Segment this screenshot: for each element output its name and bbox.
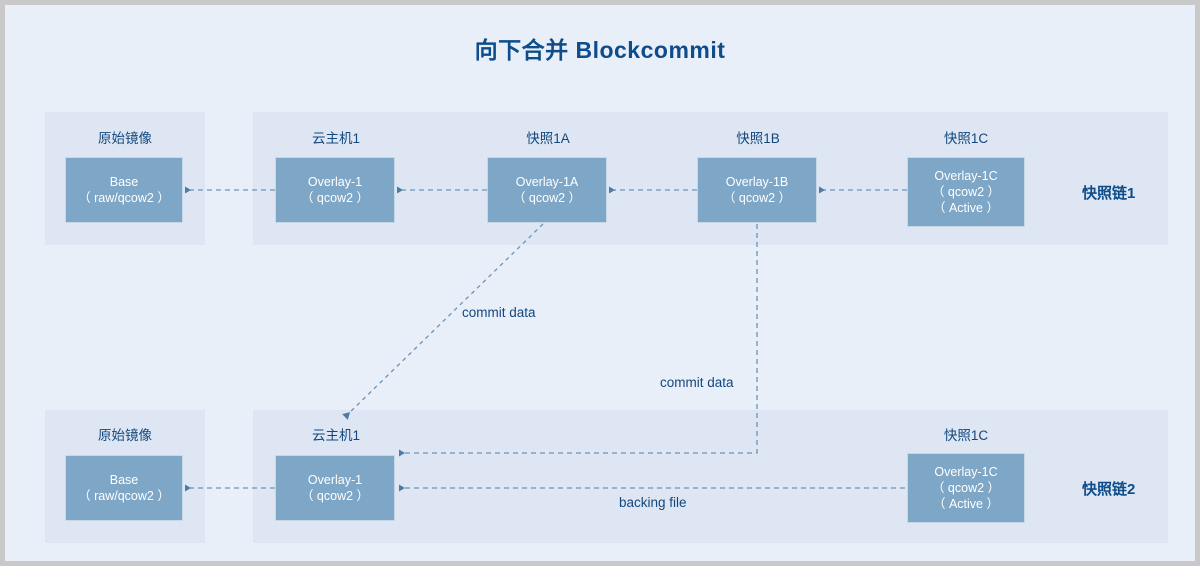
node-row2-overlay-1c-line1: Overlay-1C xyxy=(934,465,998,479)
chain-label-row2: 快照链2 xyxy=(1082,481,1136,498)
node-row2-overlay-1-line1: Overlay-1 xyxy=(307,473,363,487)
node-row2-overlay-1c[interactable]: Overlay-1C （ qcow2 ） （ Active ） xyxy=(907,453,1025,523)
caption-row2-cloud-host: 云主机1 xyxy=(311,428,360,443)
node-row2-base-line1: Base xyxy=(109,473,139,487)
node-row1-overlay-1c-line1: Overlay-1C xyxy=(934,169,998,183)
node-row2-overlay-1c-line2: （ qcow2 ） xyxy=(931,481,1001,495)
caption-row1-snapshot-1a: 快照1A xyxy=(526,131,570,146)
edge-label-commit-data-vertical: commit data xyxy=(660,375,734,390)
node-row1-overlay-1b-line1: Overlay-1B xyxy=(725,175,789,189)
caption-row1-cloud-host: 云主机1 xyxy=(311,131,360,146)
page-title: 向下合并 Blockcommit xyxy=(474,37,726,63)
node-row1-overlay-1c-line2: （ qcow2 ） xyxy=(931,185,1001,199)
node-row2-overlay-1-line2: （ qcow2 ） xyxy=(300,489,370,503)
node-row2-base[interactable]: Base （ raw/qcow2 ） xyxy=(65,455,183,521)
node-row1-overlay-1a-line1: Overlay-1A xyxy=(515,175,579,189)
chain-label-row1: 快照链1 xyxy=(1082,185,1136,202)
node-row1-overlay-1b[interactable]: Overlay-1B （ qcow2 ） xyxy=(697,157,817,223)
caption-row1-original-image: 原始镜像 xyxy=(98,131,152,146)
node-row1-overlay-1c-line3: （ Active ） xyxy=(933,201,999,215)
node-row1-base-line2: （ raw/qcow2 ） xyxy=(78,191,170,205)
node-row1-overlay-1[interactable]: Overlay-1 （ qcow2 ） xyxy=(275,157,395,223)
node-row2-base-line2: （ raw/qcow2 ） xyxy=(78,489,170,503)
caption-row1-snapshot-1c: 快照1C xyxy=(943,131,989,146)
node-row2-overlay-1[interactable]: Overlay-1 （ qcow2 ） xyxy=(275,455,395,521)
caption-row1-snapshot-1b: 快照1B xyxy=(736,131,780,146)
edge-label-commit-data-diagonal: commit data xyxy=(462,305,536,320)
node-row2-overlay-1c-line3: （ Active ） xyxy=(933,497,999,511)
node-row1-base-line1: Base xyxy=(109,175,139,189)
node-row1-overlay-1c[interactable]: Overlay-1C （ qcow2 ） （ Active ） xyxy=(907,157,1025,227)
caption-row2-original-image: 原始镜像 xyxy=(98,428,152,443)
node-row1-overlay-1a-line2: （ qcow2 ） xyxy=(512,191,582,205)
caption-row2-snapshot-1c: 快照1C xyxy=(943,428,989,443)
node-row1-overlay-1-line2: （ qcow2 ） xyxy=(300,191,370,205)
edge-label-backing-file: backing file xyxy=(619,495,687,510)
node-row1-overlay-1a[interactable]: Overlay-1A （ qcow2 ） xyxy=(487,157,607,223)
node-row1-overlay-1b-line2: （ qcow2 ） xyxy=(722,191,792,205)
node-row1-base[interactable]: Base （ raw/qcow2 ） xyxy=(65,157,183,223)
node-row1-overlay-1-line1: Overlay-1 xyxy=(307,175,363,189)
